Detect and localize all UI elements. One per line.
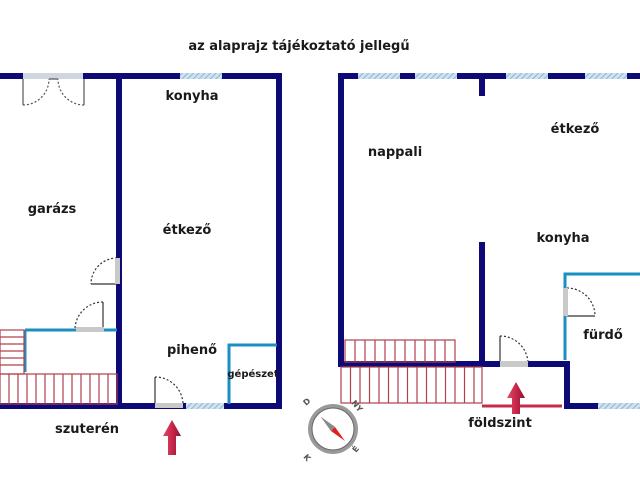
door-opening: [155, 403, 183, 408]
basement-floor: garázs konyha étkező pihenő gépészet szu…: [0, 73, 282, 455]
window: [358, 73, 400, 79]
bathroom-partition: [563, 272, 640, 360]
floor-label-ground: földszint: [468, 416, 532, 431]
window: [180, 73, 222, 79]
basement-entry-arrow: [163, 420, 181, 455]
ground-entry-arrow: [507, 382, 525, 414]
window: [506, 73, 548, 79]
door-opening: [115, 258, 120, 284]
compass-letter-d: D: [302, 396, 313, 407]
garage-door-opening: [23, 73, 83, 79]
room-label-kitchen: konyha: [537, 231, 590, 246]
room-label-kitchen: konyha: [166, 89, 219, 104]
compass-icon: D NY É K: [301, 396, 364, 464]
window: [598, 403, 640, 409]
window: [186, 403, 224, 409]
door-swing: [499, 287, 596, 363]
room-label-mechanical: gépészet: [227, 368, 278, 380]
ground-walls: [338, 73, 640, 409]
compass-letter-k: K: [301, 453, 312, 464]
window: [415, 73, 457, 79]
door-opening: [76, 327, 104, 332]
compass-letter-ny: NY: [349, 399, 364, 415]
room-label-garage: garázs: [28, 202, 77, 217]
door-opening: [500, 361, 528, 367]
window: [585, 73, 627, 79]
room-label-landing: pihenő: [167, 343, 217, 358]
plan-title: az alaprajz tájékoztató jellegű: [188, 39, 409, 54]
door-opening: [563, 288, 568, 316]
floor-label-basement: szuterén: [55, 422, 119, 437]
basement-stairs: [0, 329, 118, 405]
room-label-dining: étkező: [163, 223, 212, 238]
door-swing: [74, 257, 184, 404]
room-label-bathroom: fürdő: [583, 328, 623, 343]
basement-walls: [0, 73, 282, 409]
compass-letter-e: É: [349, 443, 361, 454]
room-label-dining: étkező: [551, 122, 600, 137]
ground-stairs: [340, 339, 483, 404]
ground-floor: nappali étkező konyha fürdő földszint: [338, 73, 640, 431]
garage-double-door: [22, 78, 85, 106]
room-label-living: nappali: [368, 145, 422, 160]
